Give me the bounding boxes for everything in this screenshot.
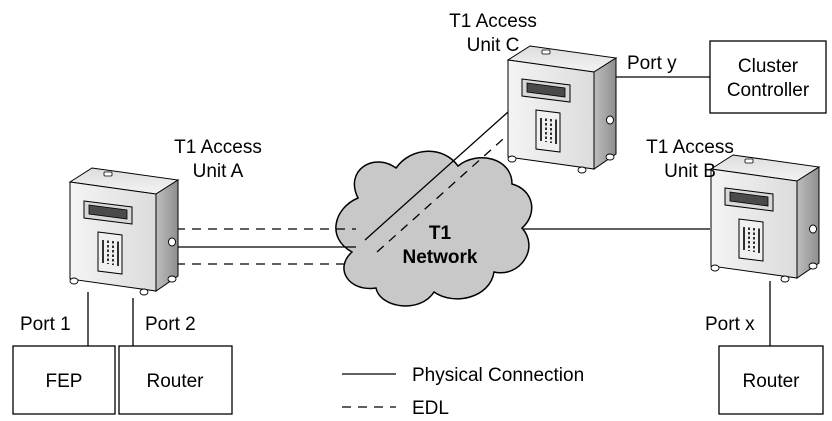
network-label-line2: Network (403, 247, 478, 268)
t1-unit-c-icon (507, 45, 617, 174)
t1-unit-b-icon (710, 154, 820, 283)
edl-network-c (376, 130, 513, 253)
cluster-controller-label-line2: Controller (727, 80, 810, 101)
fep-label: FEP (46, 371, 83, 392)
t1-unit-a-icon (69, 167, 179, 296)
network-label-line1: T1 (429, 223, 452, 244)
unit-a-label-line2: Unit A (193, 161, 244, 182)
router-b-box (718, 345, 824, 415)
cluster-controller-label-line1: Cluster (738, 56, 799, 77)
port1-label: Port 1 (20, 314, 71, 335)
unit-c-label-line1: T1 Access (449, 11, 537, 32)
network-cloud (335, 150, 533, 307)
router-b-label: Router (742, 371, 800, 392)
unit-c-label-line2: Unit C (467, 35, 520, 56)
port2-label: Port 2 (145, 314, 196, 335)
legend-physical-label: Physical Connection (412, 365, 584, 386)
unit-b-label-line2: Unit B (664, 161, 716, 182)
router-a-label: Router (146, 371, 204, 392)
router-a-box (118, 345, 233, 415)
fep-box (12, 345, 116, 415)
unit-b-label-line1: T1 Access (646, 137, 734, 158)
portx-label: Port x (705, 314, 755, 335)
cluster-controller-box (709, 40, 827, 114)
legend-edl-label: EDL (412, 398, 449, 419)
unit-a-label-line1: T1 Access (174, 137, 262, 158)
physical-network-c (364, 111, 509, 241)
porty-label: Port y (627, 53, 677, 74)
